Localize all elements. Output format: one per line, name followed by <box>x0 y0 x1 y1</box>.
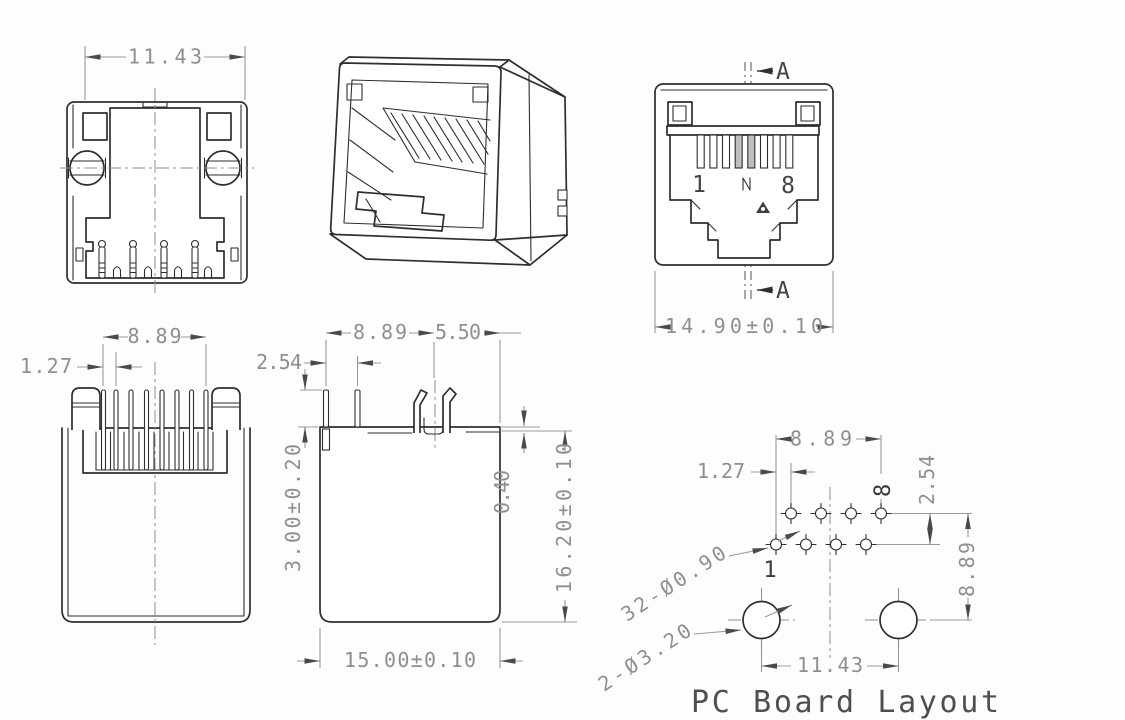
dimension-pin-length: 3.00±0.20 <box>281 369 322 572</box>
section-arrow-top: A <box>757 59 790 85</box>
mating-face-body <box>654 83 834 266</box>
front-view-body <box>66 101 248 284</box>
dim-text-pin-span: 8.89 <box>128 324 182 348</box>
latch-window-left <box>82 112 108 141</box>
dimension-pin-span: 8.89 <box>102 324 207 386</box>
pin-hole <box>784 507 798 520</box>
section-label-bottom: A <box>776 278 790 304</box>
latch-post-right <box>211 387 241 430</box>
pin-label-8: 8 <box>781 173 795 199</box>
dim-text-pin-pitch: 2.54 <box>256 350 302 374</box>
dim-text-row-to-mount: 8.89 <box>955 542 979 597</box>
dimension-pin-pitch: 1.27 <box>697 459 815 483</box>
dimension-ledge: 0.40 <box>490 406 572 514</box>
dimension-row-to-mount: 8.89 <box>955 513 979 620</box>
pin-hole <box>829 538 843 551</box>
bottom-view: 8.89 1.27 <box>20 324 251 645</box>
callout-text-mount-holes: 2-Ø3.20 <box>594 618 696 696</box>
latch-prong-left <box>413 389 428 433</box>
pin-2 <box>354 389 361 428</box>
latch-window-left <box>667 101 693 126</box>
pin-label-8: 8 <box>871 484 896 497</box>
body-outline <box>61 427 251 623</box>
dim-text-pin-to-latch: 8.89 <box>353 320 407 344</box>
mating-face-view: 1 8 A A 14.90±0.10 <box>654 59 834 338</box>
pin-hole <box>769 538 783 551</box>
dimension-row-pitch: 2.54 <box>915 455 939 545</box>
dim-text-latch-to-edge: 5.50 <box>435 320 481 344</box>
latch-post-left <box>71 387 101 430</box>
perspective-front-face <box>329 62 502 242</box>
dim-text-pin-span: 8.89 <box>790 427 852 451</box>
pins <box>100 389 209 471</box>
dimension-pin-span: 8.89 <box>776 427 881 451</box>
pin-hole <box>859 538 873 551</box>
dimension-mount-span: 11.43 <box>761 653 899 677</box>
pin-hole <box>799 538 813 551</box>
contact-blades <box>382 107 491 175</box>
pcb-layout-view: 8.89 1.27 2.54 8.89 11.43 32-Ø0.90 <box>594 427 999 720</box>
dim-text-pin-pitch: 1.27 <box>20 354 72 378</box>
dimension-front-width: 11.43 <box>84 45 246 100</box>
contact-pins-short <box>112 266 213 279</box>
latch-cutout <box>355 191 445 232</box>
dim-text-pin-length: 3.00±0.20 <box>281 444 305 572</box>
body-outline <box>319 426 501 623</box>
callout-text-pin-holes: 32-Ø0.90 <box>617 541 731 626</box>
dim-text-height: 16.20±0.10 <box>552 443 576 593</box>
pin-1 <box>322 389 330 428</box>
pin-hole <box>874 507 888 520</box>
latch-window-right <box>206 112 232 141</box>
dimension-height: 16.20±0.10 <box>502 431 577 623</box>
perspective-view <box>329 56 568 266</box>
dim-text-body-width: 15.00±0.10 <box>344 648 476 672</box>
pin-label-1: 1 <box>692 172 706 198</box>
pin-label-1: 1 <box>763 558 776 583</box>
side-view: 8.89 5.50 2.54 3.00±0.20 0.40 <box>256 320 577 672</box>
pin-hole <box>844 507 858 520</box>
dim-text-ledge: 0.40 <box>490 470 514 514</box>
section-arrow-bottom: A <box>757 278 790 304</box>
dim-text-mating-width: 14.90±0.10 <box>665 314 823 338</box>
section-label-top: A <box>776 59 790 85</box>
dim-text-pin-pitch: 1.27 <box>697 459 745 483</box>
dim-text-mount-span: 11.43 <box>797 653 863 677</box>
dim-text-front-width: 11.43 <box>128 45 202 69</box>
pin-holes-lower-row <box>765 533 877 556</box>
jack-cavity-outline <box>85 107 225 279</box>
contact-pins-long <box>97 239 200 279</box>
latch-window-right <box>795 101 821 126</box>
dim-text-row-pitch: 2.54 <box>915 455 939 505</box>
dimension-pin-pitch: 2.54 <box>256 350 381 386</box>
pin-hole <box>814 507 828 520</box>
mold-mark <box>742 177 751 191</box>
mount-hole-right <box>865 588 929 653</box>
mount-hole-left <box>728 588 795 653</box>
dimension-pin-to-latch: 8.89 <box>325 320 435 386</box>
pcb-layout-title: PC Board Layout <box>691 685 999 720</box>
dimension-pin-pitch: 1.27 <box>20 352 142 386</box>
contact-slots <box>696 134 794 169</box>
dimension-latch-to-edge: 5.50 <box>435 320 521 423</box>
pin-holes-upper-row <box>780 502 892 525</box>
jack-cavity-outline <box>669 134 819 259</box>
dimension-body-width: 15.00±0.10 <box>297 628 523 672</box>
dimension-mating-width: 14.90±0.10 <box>654 271 834 338</box>
latch-prong-right <box>442 387 457 433</box>
front-view: 11.43 <box>60 45 254 297</box>
